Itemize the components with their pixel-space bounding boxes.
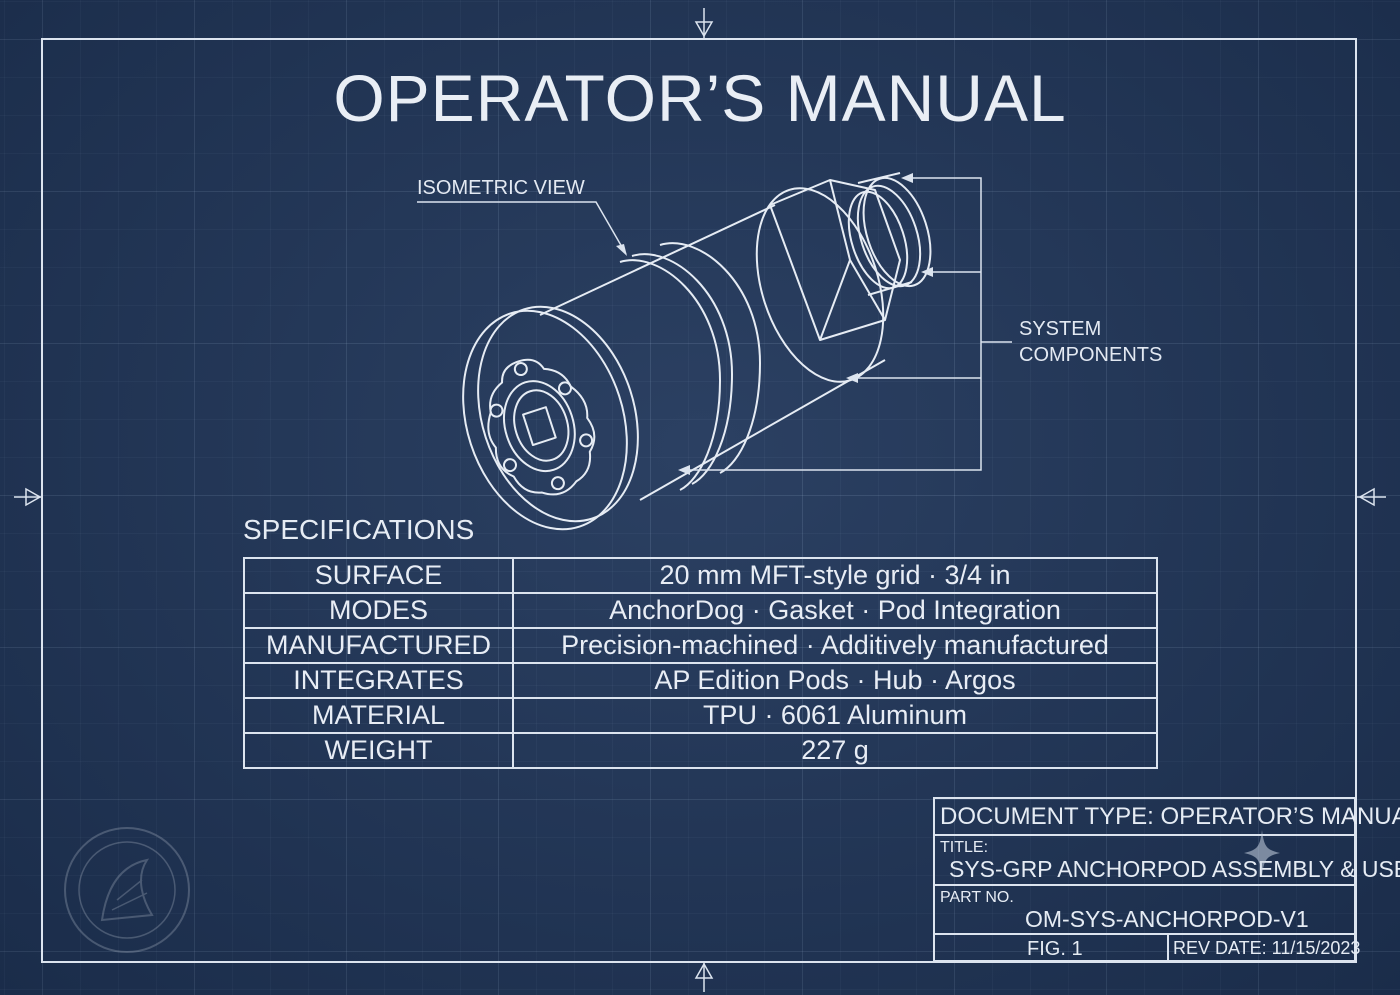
- part-label: PART NO.: [940, 889, 1014, 906]
- anchorpod-isometric-drawing: [462, 172, 932, 531]
- table-row: MODES AnchorDog · Gasket · Pod Integrati…: [243, 592, 1158, 629]
- title-block-title-row: TITLE: SYS-GRP ANCHORPOD ASSEMBLY & USE: [935, 836, 1400, 886]
- table-row: WEIGHT 227 g: [243, 732, 1158, 769]
- title-block: DOCUMENT TYPE: OPERATOR’S MANUAL TITLE: …: [933, 797, 1400, 962]
- title-block-part-row: PART NO. OM-SYS-ANCHORPOD-V1: [935, 886, 1354, 935]
- triangle-marker-icon: [14, 8, 1386, 992]
- spec-key: MODES: [243, 592, 514, 629]
- components-bracket: [682, 177, 982, 471]
- table-row: MATERIAL TPU · 6061 Aluminum: [243, 697, 1158, 734]
- document-type: DOCUMENT TYPE: OPERATOR’S MANUAL: [940, 803, 1400, 830]
- spec-value: Precision-machined · Additively manufact…: [512, 627, 1158, 664]
- spec-value: AnchorDog · Gasket · Pod Integration: [512, 592, 1158, 629]
- table-row: INTEGRATES AP Edition Pods · Hub · Argos: [243, 662, 1158, 699]
- drawing-frame: [41, 38, 1357, 963]
- page-title: OPERATOR’S MANUAL: [333, 61, 1067, 135]
- table-row: MANUFACTURED Precision-machined · Additi…: [243, 627, 1158, 664]
- arrow-head-icon: [616, 173, 933, 475]
- sparkle-icon: [1244, 830, 1280, 876]
- part-number: OM-SYS-ANCHORPOD-V1: [1025, 906, 1309, 932]
- title-value: SYS-GRP ANCHORPOD ASSEMBLY & USE: [949, 856, 1400, 882]
- spec-key: MANUFACTURED: [243, 627, 514, 664]
- title-block-doctype-row: DOCUMENT TYPE: OPERATOR’S MANUAL: [935, 799, 1400, 836]
- spec-value: 20 mm MFT-style grid · 3/4 in: [512, 557, 1158, 594]
- specifications-heading: SPECIFICATIONS: [243, 514, 475, 545]
- system-components-label-2: COMPONENTS: [1019, 344, 1163, 366]
- spec-key: WEIGHT: [243, 732, 514, 769]
- title-label: TITLE:: [940, 839, 989, 856]
- spec-key: MATERIAL: [243, 697, 514, 734]
- revision-date: REV DATE: 11/15/2023: [1173, 938, 1361, 958]
- spec-key: INTEGRATES: [243, 662, 514, 699]
- figure-number: FIG. 1: [1027, 938, 1083, 960]
- seal-emblem-icon: [64, 827, 190, 953]
- title-block-divider: [1167, 935, 1169, 962]
- table-row: SURFACE 20 mm MFT-style grid · 3/4 in: [243, 557, 1158, 594]
- system-components-label-1: SYSTEM: [1019, 318, 1102, 340]
- spec-key: SURFACE: [243, 557, 514, 594]
- spec-value: AP Edition Pods · Hub · Argos: [512, 662, 1158, 699]
- isometric-view-label: ISOMETRIC VIEW: [417, 177, 585, 199]
- spec-value: 227 g: [512, 732, 1158, 769]
- isometric-view-leader: [417, 201, 627, 255]
- specifications-table: SURFACE 20 mm MFT-style grid · 3/4 in MO…: [243, 557, 1158, 769]
- spec-value: TPU · 6061 Aluminum: [512, 697, 1158, 734]
- callout-leaders: [417, 177, 1012, 471]
